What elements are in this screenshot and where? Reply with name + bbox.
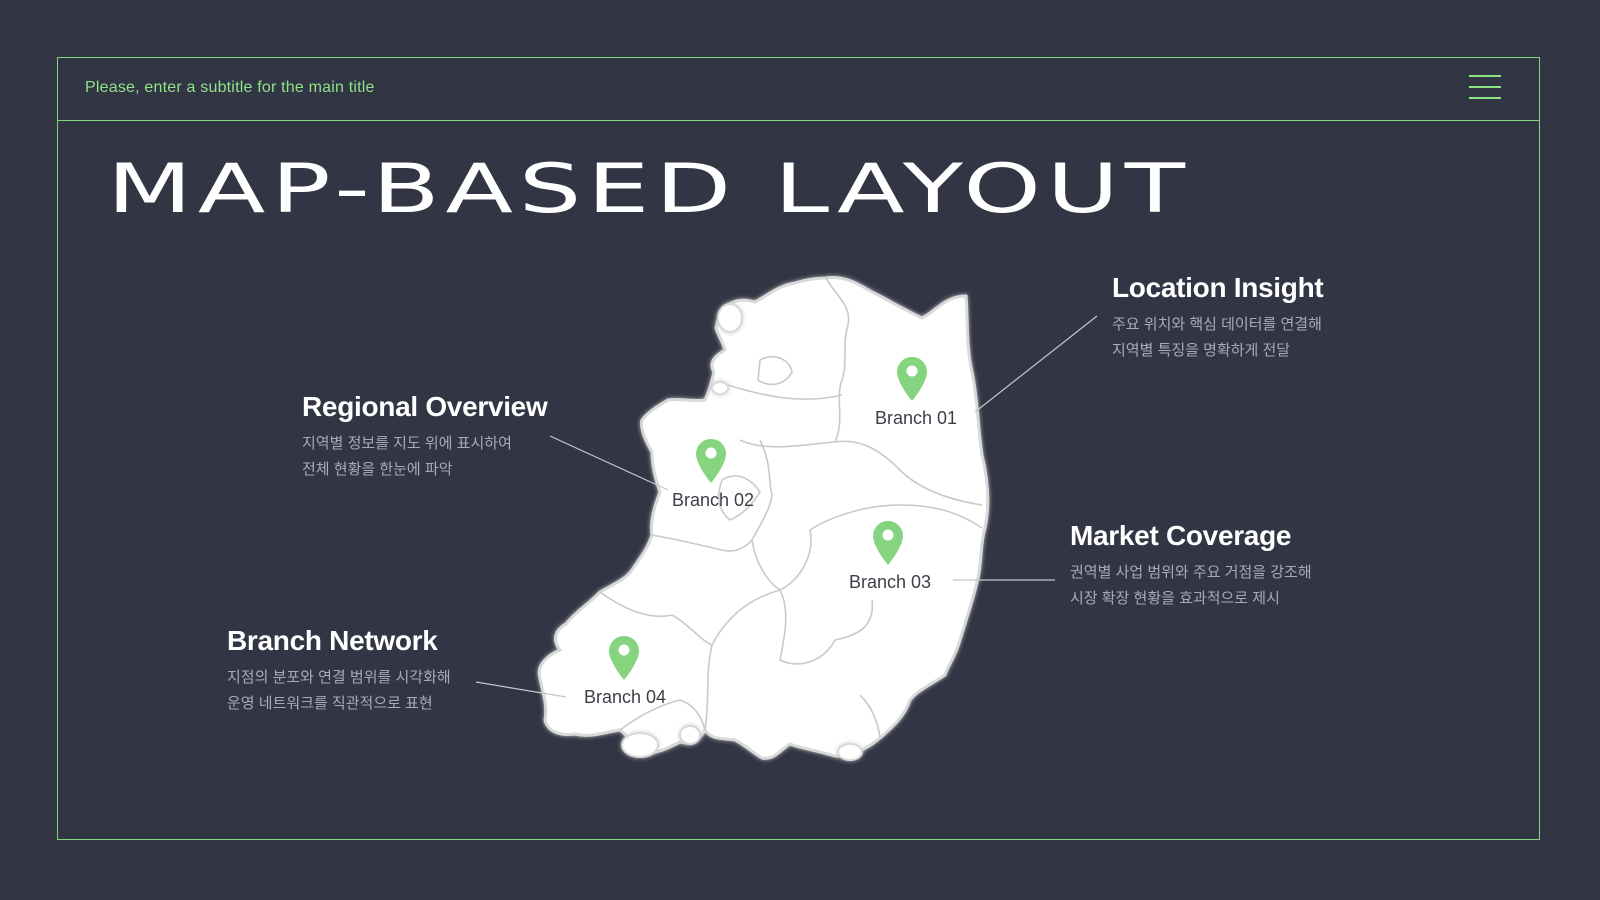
hamburger-menu-icon[interactable] xyxy=(1469,75,1501,101)
callout-line: 시장 확장 현황을 효과적으로 제시 xyxy=(1070,590,1280,607)
callout-line: 지역별 특징을 명확하게 전달 xyxy=(1112,342,1291,359)
map-pin-icon[interactable] xyxy=(696,439,726,483)
page-title: MAP-BASED LAYOUT xyxy=(107,150,1191,229)
menu-line xyxy=(1469,97,1501,99)
menu-line xyxy=(1469,86,1501,88)
callout-text: 권역별 사업 범위와 주요 거점을 강조해 시장 확장 현황을 효과적으로 제시 xyxy=(1070,560,1312,612)
callout-line: 권역별 사업 범위와 주요 거점을 강조해 xyxy=(1070,564,1312,581)
branch-label: Branch 02 xyxy=(672,490,755,510)
callout-regional-overview: Regional Overview 지역별 정보를 지도 위에 표시하여 전체 … xyxy=(302,391,548,483)
callout-title: Branch Network xyxy=(227,625,438,656)
menu-line xyxy=(1469,75,1501,77)
callout-line: 지점의 분포와 연결 범위를 시각화해 xyxy=(227,669,451,686)
callout-location-insight: Location Insight 주요 위치와 핵심 데이터를 연결해 지역별 … xyxy=(1112,272,1324,364)
subtitle: Please, enter a subtitle for the main ti… xyxy=(85,79,375,96)
map-pin-icon[interactable] xyxy=(873,521,903,565)
callout-line: 운영 네트워크를 직관적으로 표현 xyxy=(227,695,433,712)
callout-line: 전체 현황을 한눈에 파악 xyxy=(302,461,453,478)
callout-title: Regional Overview xyxy=(302,391,548,422)
callout-branch-network: Branch Network 지점의 분포와 연결 범위를 시각화해 운영 네트… xyxy=(227,625,451,717)
header-bar: Please, enter a subtitle for the main ti… xyxy=(58,58,1539,121)
content-frame: Please, enter a subtitle for the main ti… xyxy=(57,57,1540,840)
callout-text: 지점의 분포와 연결 범위를 시각화해 운영 네트워크를 직관적으로 표현 xyxy=(227,665,451,717)
callout-line: 주요 위치와 핵심 데이터를 연결해 xyxy=(1112,316,1322,333)
callout-title: Market Coverage xyxy=(1070,520,1292,551)
branch-label: Branch 04 xyxy=(584,687,667,707)
callout-title: Location Insight xyxy=(1112,272,1324,303)
callout-text: 지역별 정보를 지도 위에 표시하여 전체 현황을 한눈에 파악 xyxy=(302,431,547,483)
callout-market-coverage: Market Coverage 권역별 사업 범위와 주요 거점을 강조해 시장… xyxy=(1070,520,1312,612)
branch-label: Branch 01 xyxy=(875,408,958,428)
map-pin-icon[interactable] xyxy=(609,636,639,680)
callout-line: 지역별 정보를 지도 위에 표시하여 xyxy=(302,435,512,452)
callout-text: 주요 위치와 핵심 데이터를 연결해 지역별 특징을 명확하게 전달 xyxy=(1112,312,1323,364)
branch-label: Branch 03 xyxy=(849,572,932,592)
map-pin-icon[interactable] xyxy=(897,357,927,401)
